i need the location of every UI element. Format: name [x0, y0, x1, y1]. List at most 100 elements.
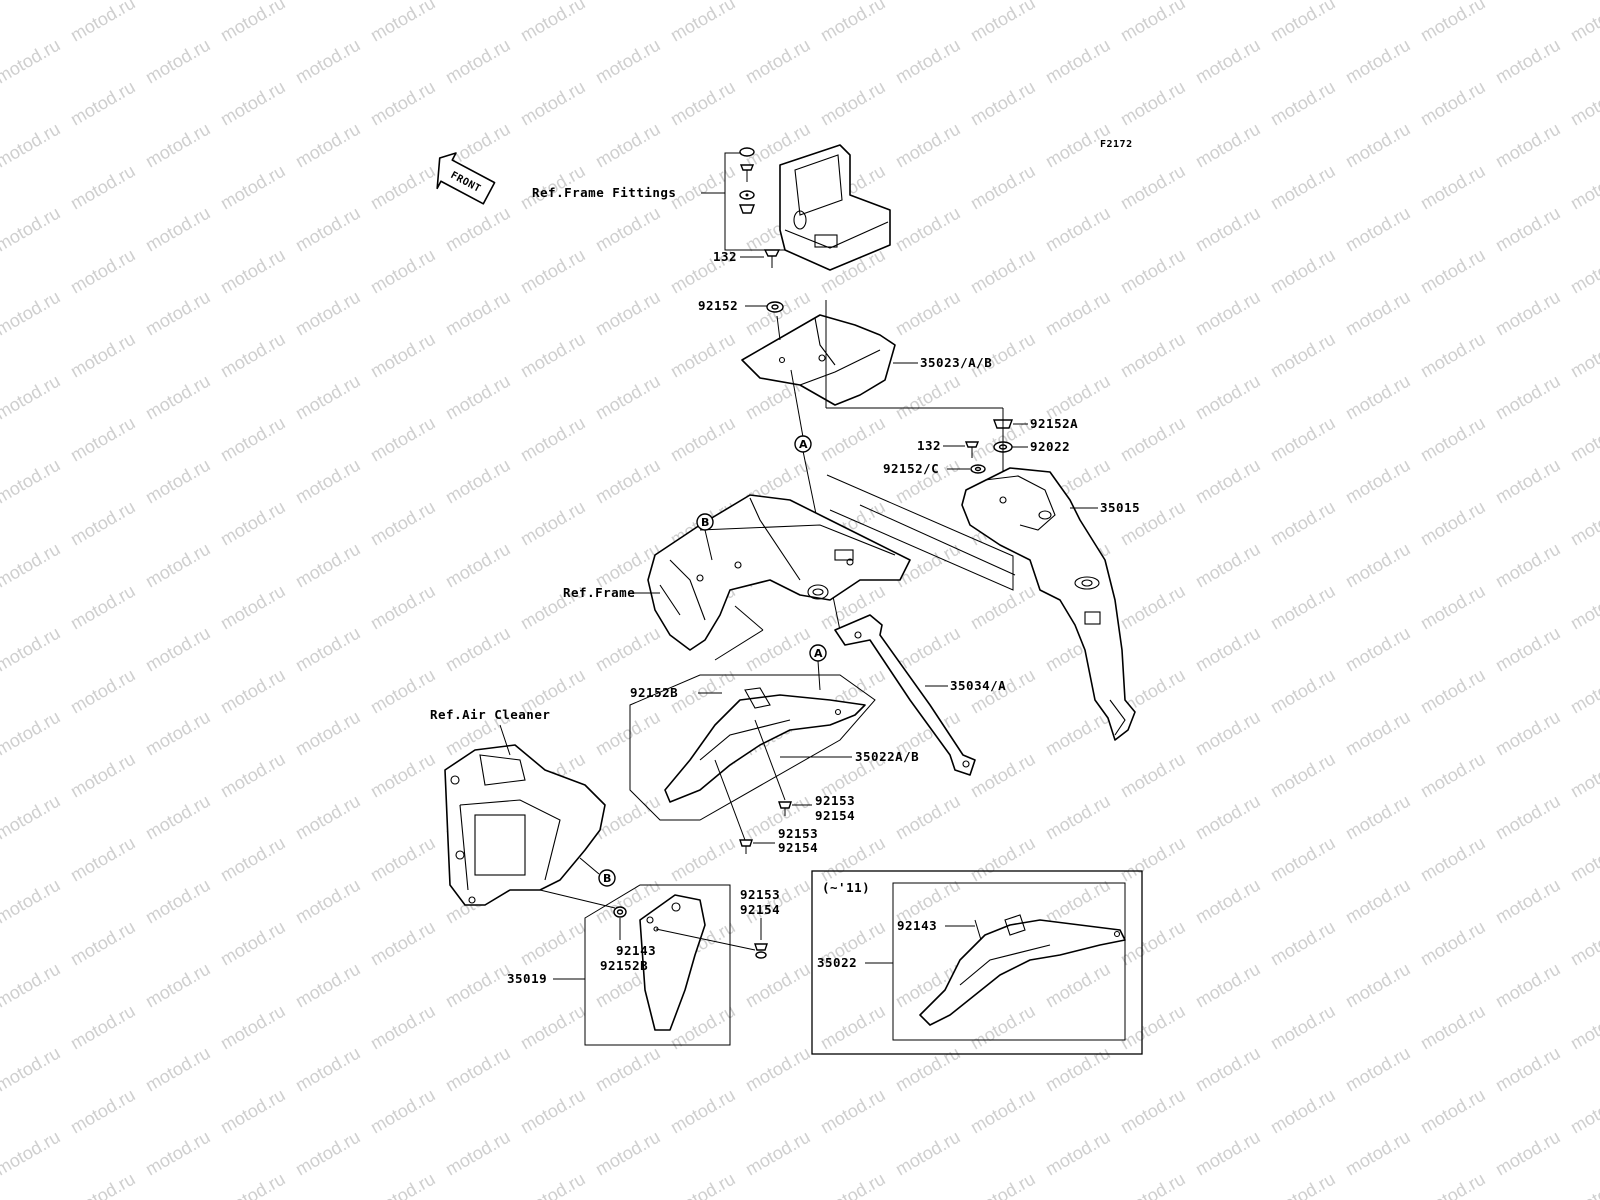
bolt-92153-b — [739, 839, 753, 854]
watermark-text: motod.ru — [517, 245, 589, 298]
bolt-92153-c — [754, 943, 768, 959]
watermark-text: motod.ru — [742, 1043, 814, 1096]
watermark-text: motod.ru — [1417, 917, 1489, 970]
watermark-text: motod.ru — [517, 1085, 589, 1138]
label-132-top: 132 — [713, 249, 737, 264]
watermark-text: motod.ru — [1117, 1085, 1189, 1138]
label-35019: 35019 — [507, 971, 547, 986]
watermark-text: motod.ru — [817, 1085, 889, 1138]
watermark-text: motod.ru — [217, 245, 289, 298]
label-92152b: 92152B — [630, 685, 678, 700]
watermark-text: motod.ru — [442, 1127, 514, 1180]
watermark-text: motod.ru — [817, 833, 889, 886]
watermark-text: motod.ru — [0, 1127, 64, 1180]
watermark-text: motod.ru — [67, 833, 139, 886]
watermark-text: motod.ru — [367, 917, 439, 970]
watermark-text: motod.ru — [742, 0, 814, 3]
watermark-text: motod.ru — [667, 1085, 739, 1138]
watermark-text: motod.ru — [967, 0, 1039, 45]
watermark-text: motod.ru — [442, 959, 514, 1012]
watermark-text: motod.ru — [667, 329, 739, 382]
watermark-text: motod.ru — [142, 623, 214, 676]
watermark-text: motod.ru — [367, 1001, 439, 1054]
watermark-text: motod.ru — [1192, 0, 1264, 3]
watermark-text: motod.ru — [367, 77, 439, 130]
watermark-text: motod.ru — [1417, 581, 1489, 634]
svg-text:B: B — [701, 516, 709, 529]
watermark-text: motod.ru — [1117, 413, 1189, 466]
stay-35034 — [834, 614, 976, 776]
watermark-text: motod.ru — [67, 0, 139, 45]
watermark-text: motod.ru — [367, 161, 439, 214]
watermark-text: motod.ru — [892, 203, 964, 256]
label-92153-b: 92153 — [778, 826, 818, 841]
watermark-text: motod.ru — [1192, 35, 1264, 88]
watermark-text: motod.ru — [1192, 707, 1264, 760]
watermark-text: motod.ru — [1417, 1169, 1489, 1200]
watermark-text: motod.ru — [1192, 875, 1264, 928]
watermark-text: motod.ru — [967, 833, 1039, 886]
watermark-text: motod.ru — [1342, 959, 1414, 1012]
watermark-text: motod.ru — [1342, 287, 1414, 340]
watermark-text: motod.ru — [1117, 161, 1189, 214]
watermark-text: motod.ru — [592, 119, 664, 172]
watermark-text: motod.ru — [1117, 245, 1189, 298]
watermark-text: motod.ru — [67, 161, 139, 214]
watermark-text: motod.ru — [1567, 77, 1600, 130]
mud-flap-35019 — [639, 894, 706, 1031]
watermark-text: motod.ru — [592, 287, 664, 340]
bolt-132-mid — [964, 441, 980, 458]
callout-a-lower: A — [809, 644, 827, 662]
watermark-text: motod.ru — [1342, 35, 1414, 88]
watermark-text: motod.ru — [442, 0, 514, 3]
watermark-text: motod.ru — [292, 539, 364, 592]
watermark-text: motod.ru — [1417, 833, 1489, 886]
watermark-text: motod.ru — [1042, 791, 1114, 844]
watermark-text: motod.ru — [1567, 1001, 1600, 1054]
rear-fender-35015 — [961, 467, 1136, 741]
watermark-text: motod.ru — [1342, 1127, 1414, 1180]
label-92152-top: 92152 — [698, 298, 738, 313]
watermark-text: motod.ru — [517, 917, 589, 970]
watermark-text: motod.ru — [1492, 287, 1564, 340]
label-92154-c: 92154 — [740, 902, 780, 917]
watermark-text: motod.ru — [292, 0, 364, 3]
watermark-text: motod.ru — [967, 581, 1039, 634]
watermark-text: motod.ru — [1267, 413, 1339, 466]
watermark-text: motod.ru — [292, 203, 364, 256]
watermark-text: motod.ru — [442, 455, 514, 508]
watermark-text: motod.ru — [1567, 245, 1600, 298]
watermark-text: motod.ru — [1342, 119, 1414, 172]
watermark-text: motod.ru — [1342, 539, 1414, 592]
watermark-text: motod.ru — [142, 287, 214, 340]
watermark-text: motod.ru — [442, 35, 514, 88]
watermark-text: motod.ru — [667, 413, 739, 466]
label-35022: 35022 — [817, 955, 857, 970]
watermark-text: motod.ru — [0, 455, 64, 508]
label-ref-air-cleaner: Ref.Air Cleaner — [430, 707, 550, 722]
watermark-text: motod.ru — [1567, 749, 1600, 802]
watermark-text: motod.ru — [367, 1169, 439, 1200]
watermark-text: motod.ru — [0, 119, 64, 172]
watermark-text: motod.ru — [592, 0, 664, 3]
watermark-text: motod.ru — [517, 497, 589, 550]
watermark-text: motod.ru — [1417, 749, 1489, 802]
watermark-text: motod.ru — [292, 707, 364, 760]
watermark-text: motod.ru — [217, 1001, 289, 1054]
watermark-text: motod.ru — [592, 455, 664, 508]
watermark-text: motod.ru — [1267, 329, 1339, 382]
watermark-text: motod.ru — [1267, 245, 1339, 298]
label-35015: 35015 — [1100, 500, 1140, 515]
watermark-text: motod.ru — [1567, 329, 1600, 382]
watermark-text: motod.ru — [1267, 497, 1339, 550]
watermark-text: motod.ru — [0, 1043, 64, 1096]
watermark-text: motod.ru — [292, 1043, 364, 1096]
watermark-text: motod.ru — [292, 287, 364, 340]
watermark-text: motod.ru — [967, 161, 1039, 214]
watermark-text: motod.ru — [367, 749, 439, 802]
watermark-text: motod.ru — [1417, 413, 1489, 466]
watermark-text: motod.ru — [1192, 119, 1264, 172]
watermark-text: motod.ru — [292, 875, 364, 928]
svg-text:B: B — [603, 872, 611, 885]
front-arrow-icon: FRONT — [436, 152, 496, 205]
